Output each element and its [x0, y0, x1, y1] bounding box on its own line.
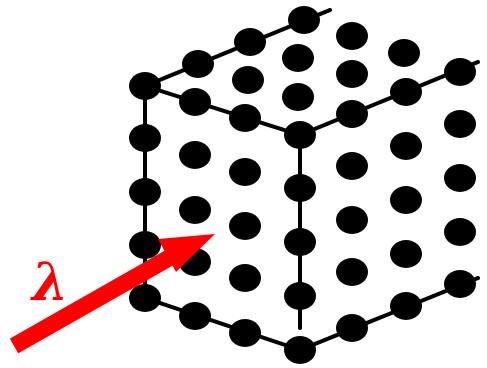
lattice-atom: [234, 28, 266, 56]
lattice-atom: [284, 228, 316, 256]
lattice-atom: [229, 264, 261, 292]
lattice-atom: [336, 22, 368, 50]
lattice-atom: [229, 319, 261, 347]
lattice-atom: [282, 44, 314, 72]
lattice-atom: [444, 218, 476, 246]
lattice-atom: [336, 258, 368, 286]
lattice-atom: [444, 270, 476, 298]
lattice-atom: [179, 196, 211, 224]
lattice-atom: [129, 72, 161, 100]
lattice-atom: [229, 104, 261, 132]
lattice-atom: [444, 164, 476, 192]
lattice-atom: [129, 231, 161, 259]
lattice-atom: [336, 206, 368, 234]
lattice-atom: [129, 284, 161, 312]
lattice-atom: [179, 88, 211, 116]
edge-bottom-front: [145, 298, 300, 350]
lattice-atom: [229, 158, 261, 186]
wavelength-label: λ: [30, 252, 68, 313]
lattice-atom: [229, 212, 261, 240]
lattice-atom: [282, 83, 314, 111]
lattice-atom: [284, 336, 316, 364]
lattice-atom: [336, 60, 368, 88]
lattice-atoms: [129, 6, 476, 364]
lattice-atom: [336, 314, 368, 342]
lattice-atom: [284, 121, 316, 149]
edge-top-front: [145, 86, 300, 135]
lattice-atom: [336, 100, 368, 128]
lattice-atom: [284, 174, 316, 202]
lattice-atom: [129, 178, 161, 206]
lattice-atom: [390, 240, 422, 268]
lattice-atom: [390, 78, 422, 106]
lattice-atom: [390, 132, 422, 160]
lattice-atom: [179, 141, 211, 169]
lattice-atom: [390, 186, 422, 214]
lattice-atom: [284, 282, 316, 310]
lattice-atom: [182, 50, 214, 78]
lattice-atom: [388, 39, 420, 67]
lattice-atom: [288, 6, 320, 34]
lattice-atom: [336, 152, 368, 180]
lattice-atom: [390, 292, 422, 320]
lattice-atom: [232, 66, 264, 94]
lattice-atom: [444, 58, 476, 86]
lattice-atom: [129, 124, 161, 152]
lattice-atom: [179, 302, 211, 330]
lattice-atom: [444, 110, 476, 138]
